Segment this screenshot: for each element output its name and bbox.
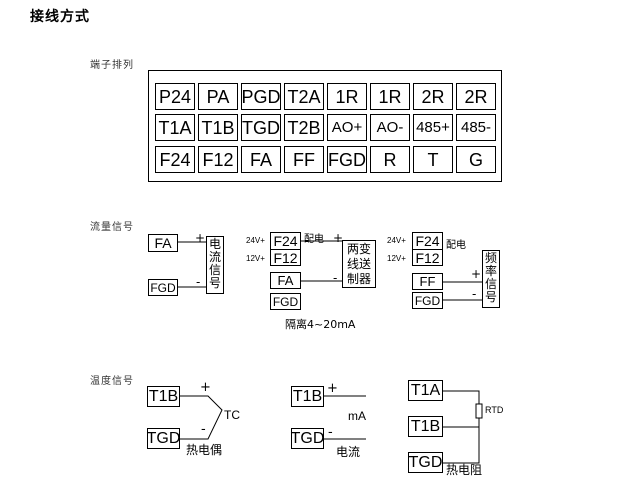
device-char: 号 xyxy=(484,290,497,304)
voltage-12v-label: 12V+ xyxy=(246,254,265,263)
terminal-cell: 2R xyxy=(456,83,496,110)
terminal-tgd: TGD xyxy=(408,452,443,473)
rtd-resistor xyxy=(475,403,483,419)
device-char: 信 xyxy=(208,263,221,277)
device-char: 率 xyxy=(484,264,497,278)
tc-label: TC xyxy=(224,408,240,422)
device-char: 信 xyxy=(484,277,497,291)
terminal-cell: P24 xyxy=(155,83,195,110)
terminal-fgd: FGD xyxy=(148,279,178,296)
current-caption: 电流 xyxy=(336,445,361,459)
polarity-minus: - xyxy=(201,422,206,437)
page-title: 接线方式 xyxy=(30,9,90,25)
rtd-label: RTD xyxy=(485,405,504,415)
terminal-cell: FGD xyxy=(327,146,367,173)
terminal-tgd: TGD xyxy=(291,428,324,449)
device-char: 电 xyxy=(208,237,221,251)
terminal-cell: F24 xyxy=(155,146,195,173)
frequency-signal-device: 频 率 信 号 xyxy=(482,250,500,308)
terminal-f24: F24 xyxy=(412,232,443,250)
terminal-cell: FA xyxy=(241,146,281,173)
temp-section-label: 温度信号 xyxy=(90,376,134,387)
wire xyxy=(443,390,480,404)
device-text: 制器 xyxy=(346,271,371,286)
device-char: 频 xyxy=(484,251,497,265)
terminal-cell: F12 xyxy=(198,146,238,173)
current-signal-device: 电 流 信 号 xyxy=(206,236,224,294)
polarity-minus: - xyxy=(333,271,338,285)
terminal-t1b: T1B xyxy=(147,386,180,407)
terminal-cell: 485+ xyxy=(413,114,453,141)
device-char: 流 xyxy=(208,250,221,264)
rtd-caption: 热电阻 xyxy=(446,463,483,477)
power-label: 配电 xyxy=(446,240,466,251)
polarity-minus: - xyxy=(328,425,333,440)
terminal-cell: 2R xyxy=(413,83,453,110)
polarity-minus: - xyxy=(472,287,477,301)
terminal-f12: F12 xyxy=(270,249,301,266)
device-char: 号 xyxy=(208,276,221,290)
terminal-cell: G xyxy=(456,146,496,173)
voltage-24v-label: 24V+ xyxy=(246,236,265,245)
terminal-f24: F24 xyxy=(270,232,301,250)
terminal-cell: 1R xyxy=(327,83,367,110)
transmitter-caption: 隔离4~20mA xyxy=(285,318,356,331)
terminal-cell: AO+ xyxy=(327,114,367,141)
terminal-cell: 485- xyxy=(456,114,496,141)
terminal-cell: PGD xyxy=(241,83,281,110)
terminal-t1b: T1B xyxy=(408,416,443,437)
wire xyxy=(180,395,223,440)
terminal-cell: TGD xyxy=(241,114,281,141)
ma-label: mA xyxy=(348,409,366,423)
polarity-plus: + xyxy=(200,380,211,395)
polarity-plus: + xyxy=(195,231,206,245)
terminal-f12: F12 xyxy=(412,249,443,266)
flow-section-label: 流量信号 xyxy=(90,222,134,233)
polarity-plus: + xyxy=(471,267,482,281)
terminal-t1a: T1A xyxy=(408,380,443,401)
terminal-ff: FF xyxy=(412,273,443,290)
terminal-t1b: T1B xyxy=(291,386,324,407)
voltage-12v-label: 12V+ xyxy=(387,254,406,263)
two-wire-transmitter-device: 两变 线送 制器 xyxy=(342,240,376,288)
thermocouple-caption: 热电偶 xyxy=(186,443,223,457)
terminal-cell: AO- xyxy=(370,114,410,141)
terminal-fgd: FGD xyxy=(270,293,301,310)
terminal-fa: FA xyxy=(270,272,301,289)
terminal-cell: T1A xyxy=(155,114,195,141)
voltage-24v-label: 24V+ xyxy=(387,236,406,245)
terminal-cell: T2A xyxy=(284,83,324,110)
terminal-tgd: TGD xyxy=(147,428,180,449)
terminal-cell: T1B xyxy=(198,114,238,141)
terminal-block: P24 PA PGD T2A 1R 1R 2R 2R T1A T1B TGD T… xyxy=(148,70,502,182)
polarity-minus: - xyxy=(196,275,201,289)
device-text: 两变 xyxy=(346,241,371,256)
power-label: 配电 xyxy=(304,234,324,245)
wire xyxy=(443,418,480,464)
terminal-cell: FF xyxy=(284,146,324,173)
terminal-cell: T2B xyxy=(284,114,324,141)
terminal-cell: 1R xyxy=(370,83,410,110)
terminal-section-label: 端子排列 xyxy=(90,60,134,71)
device-text: 线送 xyxy=(346,256,371,271)
terminal-cell: R xyxy=(370,146,410,173)
terminal-fa: FA xyxy=(148,234,178,252)
terminal-fgd: FGD xyxy=(412,292,443,309)
terminal-cell: PA xyxy=(198,83,238,110)
polarity-plus: + xyxy=(333,231,344,245)
polarity-plus: + xyxy=(327,381,338,396)
terminal-cell: T xyxy=(413,146,453,173)
